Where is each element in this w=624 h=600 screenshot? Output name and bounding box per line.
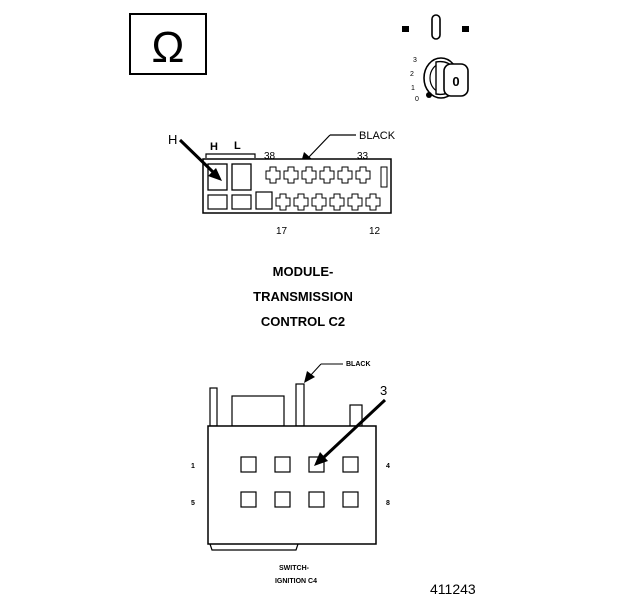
switch-pin-label-4: 4 [386,463,390,470]
switch-pin-label-8: 8 [386,500,390,507]
pin-h-letter: H [210,141,218,153]
pin-label-17: 17 [276,226,288,237]
switch-caption-line-1: SWITCH- [279,565,310,572]
ohm-icon: Ω [152,23,185,72]
switch-pin-label-1: 1 [191,463,195,470]
pin-label-38: 38 [264,151,276,162]
tcm-title-line-3: CONTROL C2 [261,314,345,329]
pin-label-12: 12 [369,226,381,237]
figure-id: 411243 [430,581,476,597]
tcm-title-line-2: TRANSMISSION [253,289,353,304]
ohmmeter-symbol: Ω [129,13,207,75]
switch-pointer-pin: 3 [380,383,387,398]
tcm-color-label: BLACK [359,130,396,142]
ignition-position-1: 1 [411,85,415,92]
tcm-connector-c2: BLACK H L 38 33 17 12 [168,130,396,329]
ignition-key-icon: 0 3 2 1 0 [402,14,469,103]
key-position-label: 0 [452,74,459,89]
tcm-title-line-1: MODULE- [273,264,334,279]
switch-caption-line-2: IGNITION C4 [275,578,317,585]
ignition-position-0: 0 [415,96,419,103]
ignition-position-3: 3 [413,57,417,64]
pin-label-33: 33 [357,151,369,162]
switch-color-label: BLACK [346,361,371,368]
ignition-position-2: 2 [410,71,414,78]
switch-pin-label-5: 5 [191,500,195,507]
switch-ignition-connector-c4: BLACK 3 1 4 5 8 [191,361,390,585]
pin-l-letter: L [234,140,241,152]
tcm-pointer-letter: H [168,132,177,147]
